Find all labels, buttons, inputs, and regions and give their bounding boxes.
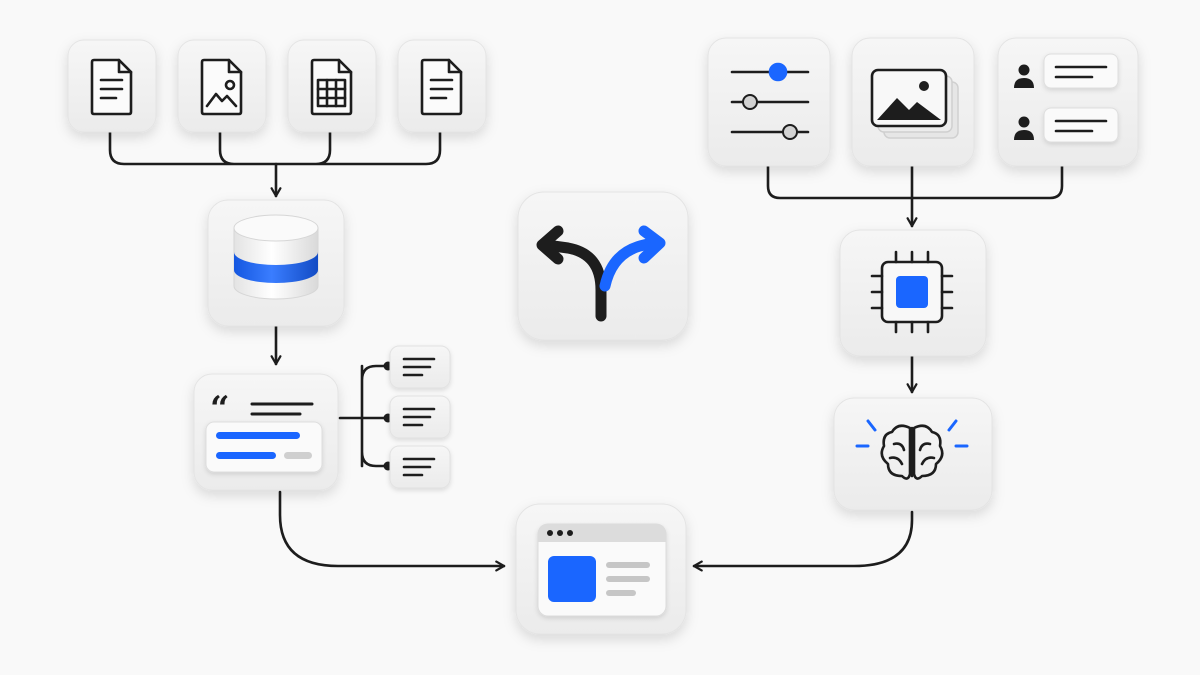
output-tile[interactable] <box>515 503 687 635</box>
right-source-tile[interactable] <box>997 37 1139 167</box>
text-lines-icon <box>402 407 436 427</box>
text-document-icon <box>420 58 463 116</box>
left-source-tile[interactable] <box>397 39 487 133</box>
svg-text:“: “ <box>210 389 230 429</box>
brain-icon <box>855 419 969 480</box>
database-icon <box>233 214 319 300</box>
user-profiles-icon <box>1014 53 1119 143</box>
text-lines-icon <box>402 457 436 477</box>
connectors <box>108 130 1064 572</box>
connector-right-sources-merge <box>766 164 1064 200</box>
right-source-tile[interactable] <box>707 37 831 167</box>
database-tile[interactable] <box>207 199 345 327</box>
retrieval-tile[interactable]: “ <box>193 373 339 491</box>
model-tile[interactable] <box>833 397 993 511</box>
connector-left-sources-merge <box>108 130 442 166</box>
text-lines-icon <box>402 357 436 377</box>
chunk-card[interactable] <box>389 345 451 389</box>
text-document-icon <box>90 58 133 116</box>
fork-arrow-icon <box>536 225 666 322</box>
quote-text-card-icon: “ <box>205 389 323 473</box>
arrow-retrieval-to-output <box>278 490 506 572</box>
router-tile[interactable] <box>517 191 689 341</box>
spreadsheet-document-icon <box>310 58 353 116</box>
chip-icon <box>870 250 954 334</box>
right-source-tile[interactable] <box>851 37 975 167</box>
connector-retrieval-to-chunks <box>338 364 390 468</box>
image-stack-icon <box>870 68 959 139</box>
left-source-tile[interactable] <box>287 39 377 133</box>
chunk-card[interactable] <box>389 395 451 439</box>
chunk-card[interactable] <box>389 445 451 489</box>
left-source-tile[interactable] <box>67 39 157 133</box>
arrow-brain-to-output <box>692 510 914 572</box>
sliders-icon <box>730 62 810 140</box>
image-document-icon <box>200 58 243 116</box>
left-source-tile[interactable] <box>177 39 267 133</box>
browser-window-icon <box>537 523 667 617</box>
processor-tile[interactable] <box>839 229 987 357</box>
